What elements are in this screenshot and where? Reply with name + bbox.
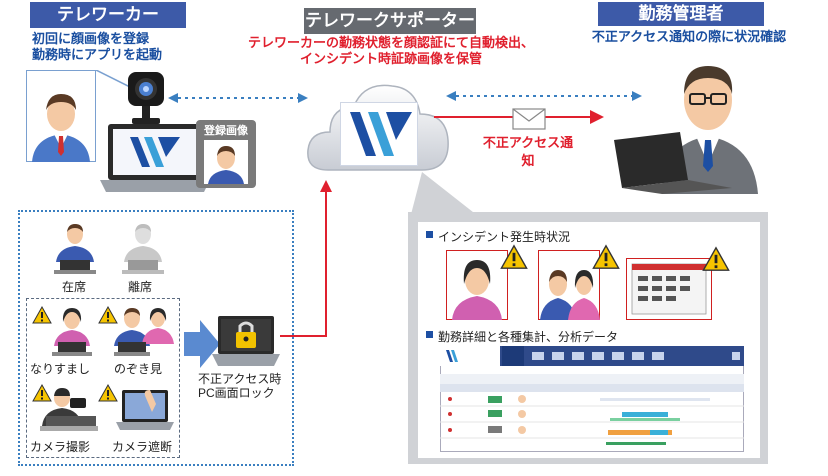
warning-icon [98, 384, 118, 402]
webcam-icon [128, 72, 164, 124]
incident-avatars-2 [540, 270, 600, 320]
peeking-label: のぞき見 [114, 362, 163, 376]
incident-avatar-1 [452, 260, 502, 320]
mail-icon [512, 108, 546, 130]
lock-arrow [184, 320, 220, 368]
supporter-desc-1: テレワーカーの勤務状態を顔認証にて自動検出、 [247, 35, 534, 50]
report-bullet [426, 331, 433, 338]
peeking-avatars [114, 308, 174, 356]
sync-arrow-left [168, 93, 308, 103]
sync-arrow-right [446, 91, 642, 101]
lock-label-1: 不正アクセス時 [198, 372, 282, 386]
manager-figure [614, 66, 758, 194]
warning-icon [702, 246, 730, 271]
present-label: 在席 [62, 280, 87, 294]
manager-desc: 不正アクセス通知の際に状況確認 [591, 29, 787, 44]
teleworker-desc-2: 勤務時にアプリを起動 [32, 47, 163, 62]
lock-laptop [212, 316, 280, 366]
teleworker-title: テレワーカー [30, 2, 186, 28]
impersonation-label: なりすまし [30, 362, 91, 376]
incident-bullet [426, 231, 433, 238]
present-avatar [54, 224, 96, 274]
warning-icon [32, 306, 52, 324]
impersonation-avatar [52, 308, 92, 356]
camera-shot-label: カメラ撮影 [30, 440, 91, 454]
lock-label-2: PC画面ロック [198, 386, 275, 400]
warning-icon [592, 244, 620, 269]
manager-title: 勤務管理者 [598, 2, 764, 26]
registered-image-label: 登録画像 [204, 125, 248, 137]
supporter-title: テレワークサポーター [304, 8, 476, 34]
supporter-logo-icon [350, 112, 412, 156]
report-title: 勤務詳細と各種集計、分析データ [438, 330, 619, 344]
incident-screen-thumbnail [631, 263, 707, 315]
incident-title: インシデント発生時状況 [438, 230, 571, 244]
away-avatar [122, 224, 164, 274]
away-label: 離席 [128, 280, 153, 294]
supporter-desc-2: インシデント時証跡画像を保管 [299, 51, 482, 66]
incident-state-box [26, 298, 180, 458]
camera-shot-icon [40, 388, 98, 431]
lockdown-report-arrow [280, 180, 332, 337]
registered-photo-avatar [208, 146, 244, 184]
camera-block-icon [116, 390, 174, 430]
warning-icon [500, 244, 528, 269]
dashboard-screen [440, 346, 744, 445]
camera-block-label: カメラ遮断 [112, 440, 173, 454]
teleworker-avatar [32, 94, 90, 162]
teleworker-desc-1: 初回に顔画像を登録 [32, 31, 150, 46]
warning-icon [98, 306, 118, 324]
alert-label: 不正アクセス通知 [482, 135, 574, 168]
warning-icon [32, 384, 52, 402]
teleworker-laptop [100, 124, 210, 192]
state-box [18, 210, 294, 466]
